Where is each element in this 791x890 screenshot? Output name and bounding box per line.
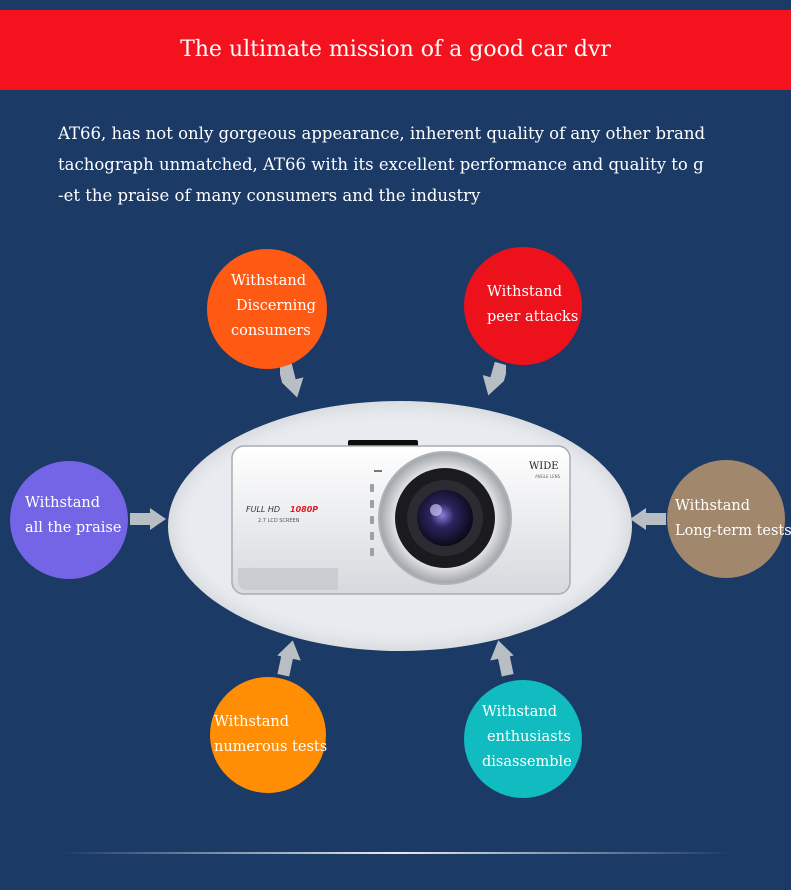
circle-text: all the praise	[25, 520, 122, 536]
circle-text: disassemble	[482, 754, 572, 770]
screen-label-1080p: 1080P	[290, 505, 318, 514]
badge-wide: WIDE	[529, 461, 559, 472]
circle-peer-attacks: Withstand peer attacks	[464, 247, 582, 365]
intro-line: AT66, has not only gorgeous appearance, …	[58, 124, 706, 143]
circle-numerous-tests: Withstand numerous tests	[210, 677, 328, 793]
circle-discerning-consumers: Withstand Discerning consumers	[207, 249, 327, 369]
arrow-down-left-icon	[482, 361, 506, 396]
dash-camera-image: FULL HD 1080P 2.7 LCD SCREEN WIDE ANGLE …	[231, 440, 571, 595]
arrow-up-left-icon	[490, 640, 514, 677]
circle-text: Withstand	[482, 704, 557, 720]
badge-angle-lens: ANGLE LENS	[535, 474, 561, 479]
banner-title: The ultimate mission of a good car dvr	[180, 37, 611, 62]
circle-text: enthusiasts	[487, 729, 571, 745]
arrow-right-icon	[130, 508, 166, 530]
circle-text: Long-term tests	[675, 523, 791, 539]
circle-enthusiasts-disassemble: Withstand enthusiasts disassemble	[464, 680, 582, 798]
circle-text: Withstand	[487, 284, 562, 300]
circle-all-the-praise: Withstand all the praise	[10, 461, 128, 579]
circle-text: numerous tests	[214, 739, 328, 755]
circle-text: Withstand	[231, 273, 306, 289]
circle-text: peer attacks	[487, 309, 579, 325]
circle-text: Withstand	[25, 495, 100, 511]
screen-label-lcd: 2.7 LCD SCREEN	[258, 518, 300, 524]
title-banner: The ultimate mission of a good car dvr	[0, 10, 791, 90]
arrow-left-icon	[630, 508, 666, 530]
arrow-up-right-icon	[277, 640, 301, 677]
circle-long-term-tests: Withstand Long-term tests	[667, 460, 791, 578]
arrow-down-right-icon	[280, 363, 304, 398]
screen-label-fullhd: FULL HD	[246, 505, 280, 514]
circle-text: consumers	[231, 323, 311, 339]
circle-text: Discerning	[236, 298, 316, 314]
bottom-divider	[60, 852, 732, 854]
intro-line: tachograph unmatched, AT66 with its exce…	[58, 155, 704, 174]
circle-text: Withstand	[675, 498, 750, 514]
intro-line: -et the praise of many consumers and the…	[58, 186, 481, 205]
circle-text: Withstand	[214, 714, 289, 730]
intro-paragraph: AT66, has not only gorgeous appearance, …	[58, 118, 758, 211]
